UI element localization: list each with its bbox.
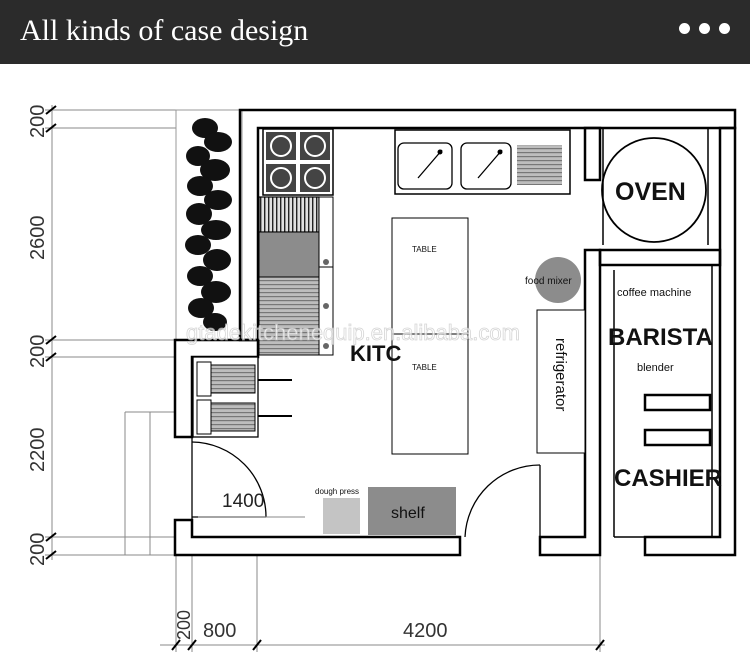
- dim-200-bottom: 200: [27, 533, 49, 566]
- more-dots-icon[interactable]: [679, 23, 730, 34]
- dim-200-top: 200: [27, 105, 49, 138]
- dough-press-label: dough press: [315, 487, 359, 496]
- dough-press: [323, 498, 360, 534]
- shelf-label: shelf: [391, 505, 425, 522]
- refrigerator: [536, 309, 586, 454]
- header-bar: All kinds of case design: [0, 0, 750, 64]
- room-kitchen: KITC: [350, 341, 401, 366]
- refrigerator-label: refrigerator: [552, 338, 569, 411]
- room-barista: BARISTA: [608, 324, 713, 351]
- sink-unit: [394, 129, 571, 195]
- walls: [173, 108, 737, 557]
- right-door: [464, 464, 541, 538]
- page-title: All kinds of case design: [20, 14, 309, 47]
- left-dimension-lines: [45, 105, 240, 560]
- dim-200-horizontal: 200: [174, 610, 194, 640]
- bottom-dimension-ticks: [171, 639, 605, 651]
- dim-800: 800: [203, 620, 236, 642]
- dot: [699, 23, 710, 34]
- dim-2200: 2200: [27, 428, 49, 473]
- coffee-machine-label: coffee machine: [617, 287, 691, 299]
- dot: [719, 23, 730, 34]
- griddle: [258, 196, 334, 268]
- burner-stove: [262, 128, 334, 196]
- oven-circle: [601, 137, 707, 243]
- shelf: [368, 487, 456, 535]
- room-cashier: CASHIER: [614, 465, 722, 492]
- food-mixer-label: food mixer: [525, 276, 572, 287]
- plant-hedge: [175, 109, 243, 341]
- fryers: [192, 356, 292, 438]
- fryer-counter: [258, 231, 334, 356]
- dim-1400: 1400: [222, 491, 264, 512]
- blender-label: blender: [637, 362, 674, 374]
- dim-2600: 2600: [27, 216, 49, 261]
- table-top: [391, 217, 469, 335]
- table-bottom: [391, 333, 469, 455]
- dimension-ticks: [45, 105, 57, 560]
- dim-200-mid: 200: [27, 335, 49, 368]
- dim-4200: 4200: [403, 620, 448, 642]
- table-label-2: TABLE: [412, 363, 437, 372]
- room-oven: OVEN: [615, 178, 686, 206]
- floor-plan: 200 2600 200 2200 200 200 800 4200: [27, 105, 737, 652]
- bottom-dimension-lines: [124, 411, 605, 652]
- dot: [679, 23, 690, 34]
- watermark: gtadekitchenequip.en.alibaba.com: [186, 320, 520, 345]
- table-label-1: TABLE: [412, 245, 437, 254]
- food-mixer: [535, 257, 581, 303]
